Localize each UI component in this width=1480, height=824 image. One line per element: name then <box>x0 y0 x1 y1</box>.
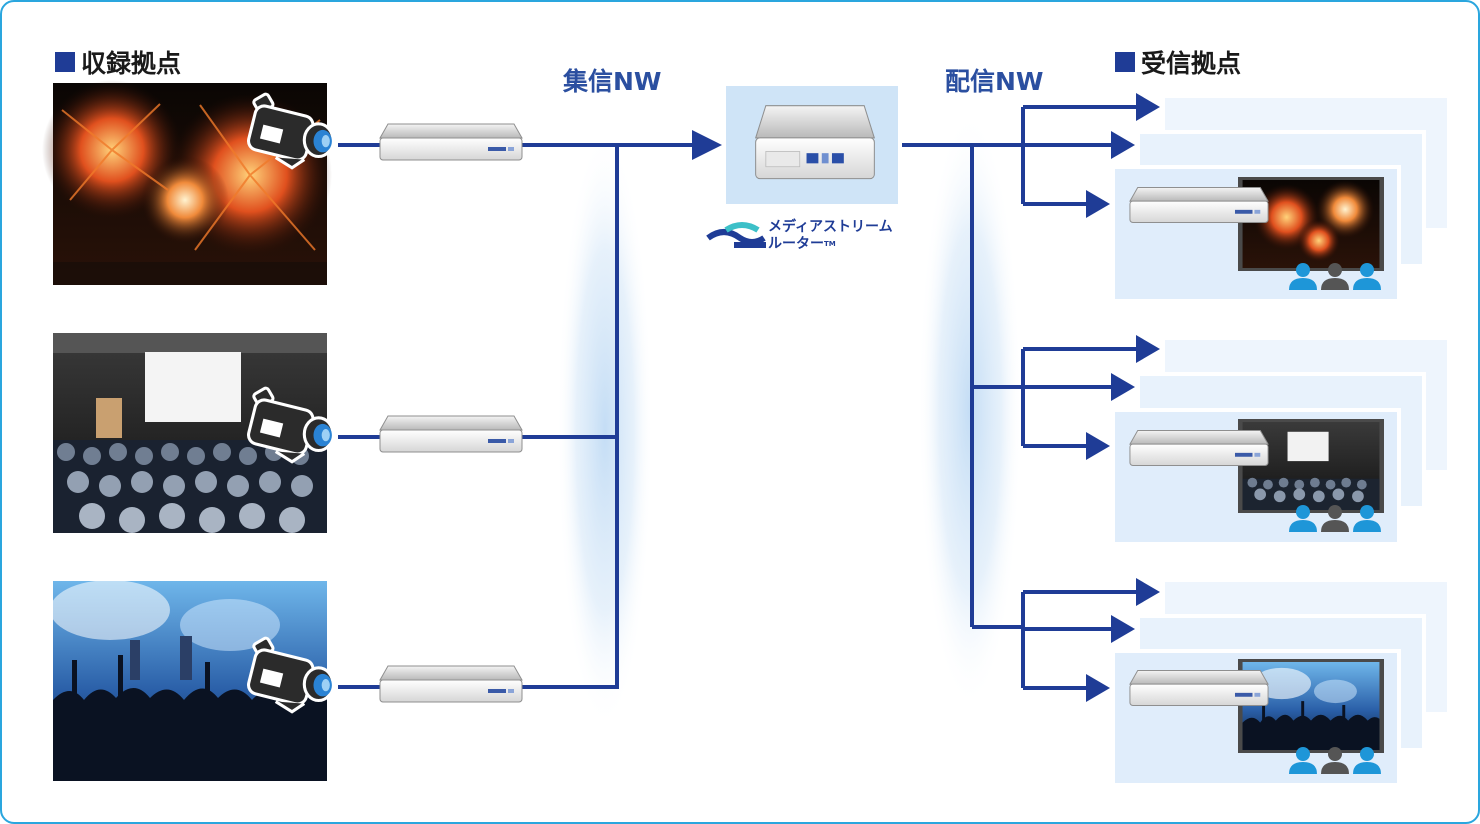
encoder-device-icon <box>379 665 523 703</box>
distribute-network-lines <box>902 105 1140 690</box>
recording-sites-label: 収録拠点 <box>81 49 182 78</box>
receiving-site-group <box>1111 578 1451 787</box>
router-logo: メディアストリーム ルーターTM <box>768 219 893 253</box>
router-logo-mark <box>706 222 766 248</box>
audience-icon <box>1289 747 1381 774</box>
audience-icon <box>1289 505 1381 532</box>
encoder-device-icon <box>379 415 523 453</box>
router-name-line1: メディアストリーム <box>768 219 893 235</box>
encoder-device-icon <box>379 123 523 161</box>
source-photo-conference <box>53 333 327 533</box>
router-name-line2: ルーター <box>768 236 824 252</box>
collect-network-label: 集信NW <box>563 67 662 96</box>
receiving-sites-label: 受信拠点 <box>1141 49 1242 78</box>
receiving-site-group <box>1111 94 1451 303</box>
audience-icon <box>1289 263 1381 290</box>
distribute-network-label: 配信NW <box>945 67 1044 96</box>
arrow-icon <box>692 130 722 160</box>
receiving-site-group <box>1111 336 1451 546</box>
recording-sites-title: 収録拠点 <box>55 44 181 80</box>
trademark-mark: TM <box>824 240 836 248</box>
decoder-device-icon <box>1129 186 1269 224</box>
collect-network-lines <box>338 143 696 689</box>
decoder-device-icon <box>1129 669 1269 707</box>
decoder-device-icon <box>1129 429 1269 467</box>
collect-network-glow <box>557 130 653 730</box>
router-name-line2-row: ルーターTM <box>768 236 893 253</box>
distribute-arrowheads <box>1086 93 1160 702</box>
title-marker-square <box>55 52 75 72</box>
router-device-icon <box>755 105 875 180</box>
receiving-sites-title: 受信拠点 <box>1115 44 1241 80</box>
title-marker-square <box>1115 52 1135 72</box>
source-photo-fireworks <box>42 80 332 285</box>
